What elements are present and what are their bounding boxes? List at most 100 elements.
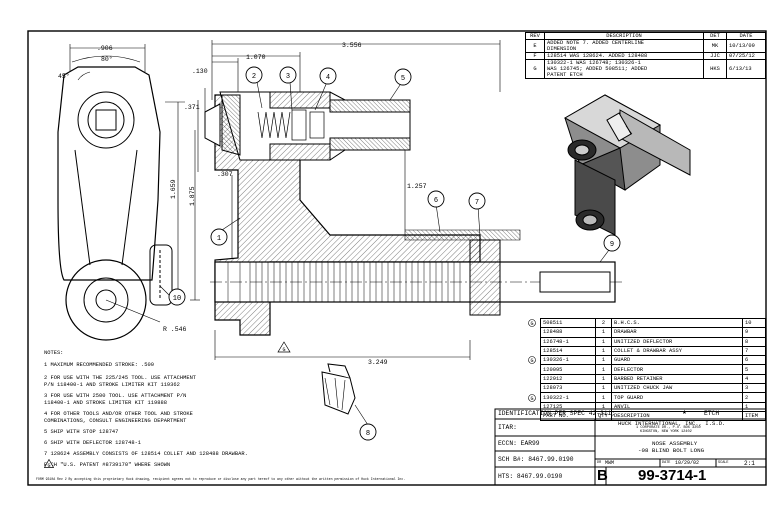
part-number: 128073 xyxy=(540,383,596,394)
quantity: 1 xyxy=(595,327,612,338)
balloon-10-label: 10 xyxy=(173,295,181,303)
rev-f: F xyxy=(525,52,545,60)
note-4a: 4 FOR OTHER TOOLS AND/OR OTHER TOOL AND … xyxy=(44,411,193,417)
balloon-5 xyxy=(394,68,412,86)
rev-e-det: MK xyxy=(703,39,727,53)
note-4b: COMBINATIONS, CONSULT ENGINEERING DEPART… xyxy=(44,418,187,424)
revision-flag xyxy=(528,337,541,346)
star-icon: ★ xyxy=(682,408,687,417)
part-number: 128514 xyxy=(540,345,596,357)
svg-text:G: G xyxy=(530,321,533,327)
svg-text:G: G xyxy=(282,347,285,353)
balloon-2 xyxy=(245,66,263,84)
part-description: GUARD xyxy=(611,355,743,366)
balloon-8-detail xyxy=(359,423,377,441)
item-number: 9 xyxy=(742,327,766,338)
part-description: BARBED RETAINER xyxy=(611,373,743,385)
rev-e: E xyxy=(525,39,545,53)
revision-flag: G xyxy=(528,393,541,402)
note-5: 5 SHIP WITH STOP 128747 xyxy=(44,429,119,435)
drawing-number: 99-3714-1 xyxy=(638,467,707,484)
quantity: 1 xyxy=(595,345,612,357)
rev-g-date: 6/13/13 xyxy=(726,59,766,79)
part-description: UNITIZED DEFLECTOR xyxy=(611,336,743,347)
dim-1257: 1.257 xyxy=(407,183,427,190)
scale-label: SCALE xyxy=(718,461,729,465)
revision-flag xyxy=(528,365,541,374)
part-description: UNITIZED CHUCK JAW xyxy=(611,383,743,394)
quantity: 1 xyxy=(595,383,612,394)
balloon-4-label: 4 xyxy=(326,74,330,82)
company-address-1: 1 CORPORATE DR., P.O. BOX 3250 xyxy=(636,426,701,430)
dim-1875: 1.875 xyxy=(189,186,196,206)
revision-flag xyxy=(528,384,541,393)
leader-lines xyxy=(159,81,613,297)
quantity: 2 xyxy=(595,317,612,329)
item-number: 2 xyxy=(742,392,766,403)
part-description: DEFLECTOR xyxy=(611,364,743,375)
item-number: 4 xyxy=(742,373,766,385)
item-number: 8 xyxy=(742,336,766,347)
rev-header: REV xyxy=(525,32,545,40)
notes-title: NOTES: xyxy=(44,350,64,356)
dim-1070: 1.070 xyxy=(246,54,266,61)
dim-307: .307 xyxy=(217,171,233,178)
balloon-6-label: 6 xyxy=(434,197,438,205)
part-number: 130326-1 xyxy=(540,355,596,366)
rev-e-date: 10/13/09 xyxy=(726,39,766,53)
part-description: B.H.C.S. xyxy=(611,317,743,329)
part-description: COLLET & DRAWBAR ASSY xyxy=(611,345,743,357)
balloon-8-detail-label: 8 xyxy=(366,430,370,438)
revision-flag: G xyxy=(528,356,541,365)
revision-flag: G xyxy=(528,319,541,328)
item-number: 10 xyxy=(742,317,766,329)
rev-g-det: HKS xyxy=(703,59,727,79)
item-number: 1 xyxy=(742,401,766,412)
balloon-1 xyxy=(210,228,228,246)
deflector-detail xyxy=(321,363,369,426)
item-number: 6 xyxy=(742,355,766,366)
quantity: 1 xyxy=(595,373,612,385)
balloon-5-label: 5 xyxy=(401,75,405,83)
etch-label: ETCH xyxy=(704,410,720,417)
balloon-10 xyxy=(168,288,186,306)
dim-80: 80° xyxy=(101,55,113,63)
section-dimensions xyxy=(197,40,501,360)
drawn-by: MWM xyxy=(605,460,615,466)
sch-b-label: SCH B#: 8467.99.0190 xyxy=(498,456,574,463)
drawn-by-label: DR xyxy=(597,461,602,465)
balloon-7 xyxy=(468,192,486,210)
part-number: 130322-1 xyxy=(540,392,596,403)
drawing-title-2: -08 BLIND BOLT LONG xyxy=(638,447,705,454)
item-header: ITEM xyxy=(742,410,766,422)
quantity: 1 xyxy=(595,336,612,347)
identification-spec: IDENTIFICATION PER SPEC 42-311; xyxy=(498,410,616,417)
drawing-scale: 2:1 xyxy=(744,460,755,467)
note-3a: 3 FOR USE WITH 2500 TOOL. USE ATTACHMENT… xyxy=(44,393,187,399)
dim-130: .130 xyxy=(192,68,208,75)
note-2b: P/N 118400-1 AND STROKE LIMITER KIT 1193… xyxy=(44,382,180,388)
section-view xyxy=(204,91,625,336)
item-number: 5 xyxy=(742,364,766,375)
svg-text:G: G xyxy=(47,463,50,468)
itar-label: ITAR: xyxy=(498,424,517,431)
part-description: DRAWBAR xyxy=(611,327,743,338)
dim-r546: R .546 xyxy=(163,326,187,333)
note-2a: 2 FOR USE WITH THE 225/245 TOOL. USE ATT… xyxy=(44,375,197,381)
balloon-4 xyxy=(319,67,337,85)
svg-text:G: G xyxy=(530,396,533,402)
part-number: 122912 xyxy=(540,373,596,385)
quantity: 1 xyxy=(595,392,612,403)
revision-flag-section: G xyxy=(277,341,291,353)
dimension-labels: .906 80° 45° .130 1.070 3.556 .371 .307 … xyxy=(58,42,427,366)
revision-table: REV DESCRIPTION DET DATE E ADDED NOTE 7.… xyxy=(525,32,766,79)
hts-label: HTS: 8467.99.0190 xyxy=(498,473,563,480)
part-description: TOP GUARD xyxy=(611,392,743,403)
footer-disclaimer: FORM 9310A Rev 2 By accepting this propr… xyxy=(36,477,406,481)
item-number: 7 xyxy=(742,345,766,357)
